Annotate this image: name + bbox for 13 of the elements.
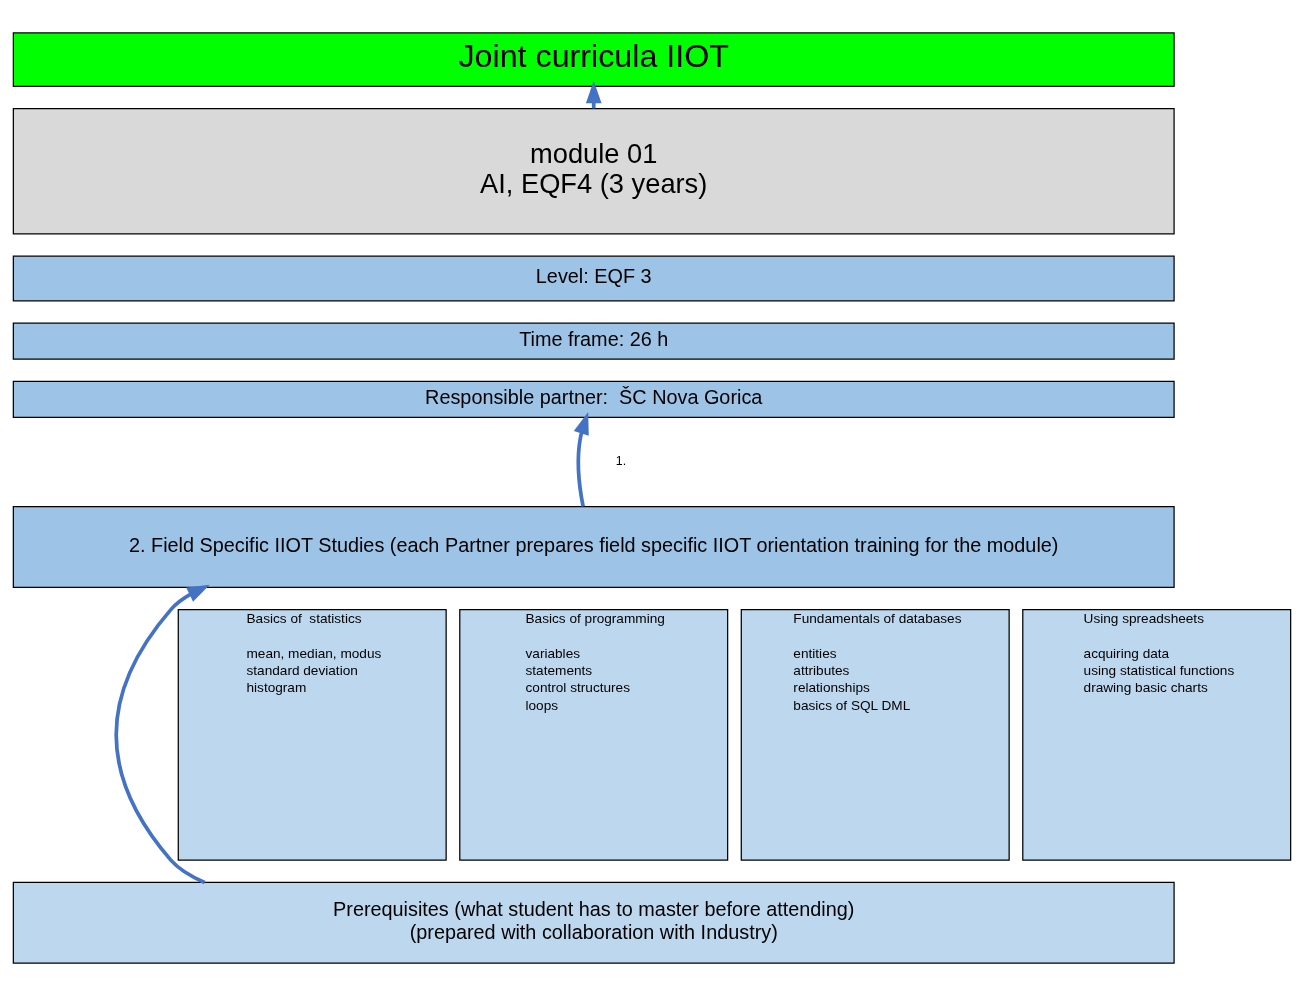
node-box: Prerequisites (what student has to master before attending) (prepared with collaboration with Industry) xyxy=(12,881,1175,964)
node-box: Responsible partner: ŠC Nova Gorica xyxy=(12,380,1175,418)
node-box: Basics of programming variables statements control structures loops xyxy=(459,608,729,861)
node-box: Level: EQF 3 xyxy=(12,255,1175,301)
node-box: Joint curricula IIOT xyxy=(12,31,1175,87)
arrow xyxy=(573,411,589,507)
node-box: 2. Field Specific IIOT Studies (each Partner prepares field specific IIOT orientation training for the module) xyxy=(12,505,1175,588)
node-box: Fundamentals of databases entities attributes relationships basics of SQL DML xyxy=(740,608,1010,861)
node-box: Basics of statistics mean, median, modus standard deviation histogram xyxy=(177,608,447,861)
node-box: Using spreadsheets acquiring data using statistical functions drawing basic charts xyxy=(1022,608,1292,861)
node-box: Time frame: 26 h xyxy=(12,322,1175,360)
label: 1. xyxy=(615,453,627,468)
node-box: module 01 AI, EQF4 (3 years) xyxy=(12,107,1175,234)
